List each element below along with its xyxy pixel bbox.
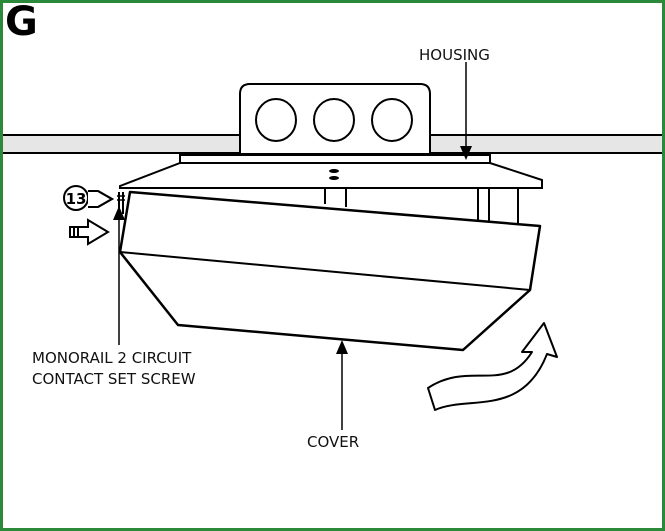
label-cover: COVER xyxy=(307,433,360,451)
label-housing: HOUSING xyxy=(419,46,490,64)
housing-posts xyxy=(324,188,519,224)
callout-13: 13 xyxy=(63,185,115,211)
push-arrow-icon xyxy=(69,218,110,246)
label-monorail-line1: MONORAIL 2 CIRCUIT xyxy=(32,349,192,367)
label-monorail-line2: CONTACT SET SCREW xyxy=(32,370,196,388)
housing-plate xyxy=(119,154,543,189)
curved-rotation-arrow-icon xyxy=(427,322,558,411)
junction-box xyxy=(239,83,431,153)
callout-number: 13 xyxy=(66,190,87,208)
leader-lines xyxy=(113,62,472,430)
cover xyxy=(118,190,542,352)
panel-letter: G xyxy=(5,0,38,45)
